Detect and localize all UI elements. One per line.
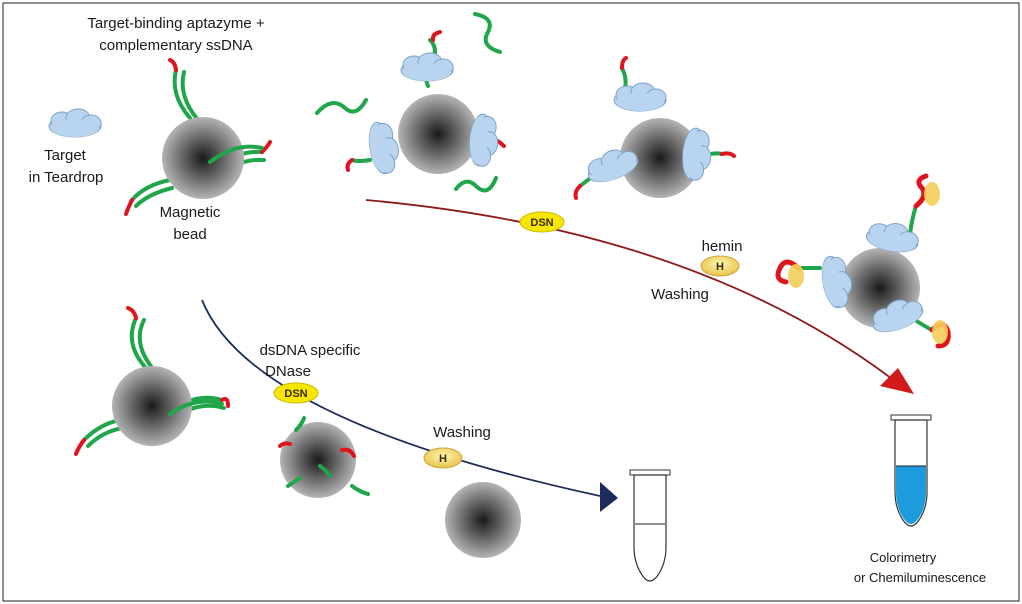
target-label-line1: Target bbox=[44, 147, 87, 164]
svg-text:H: H bbox=[716, 261, 724, 273]
positive-pathway-arrow bbox=[365, 199, 901, 386]
tube-positive-icon bbox=[890, 414, 932, 527]
bead-no-target bbox=[74, 306, 230, 456]
tube-negative-icon bbox=[629, 469, 671, 582]
aptazyme-label-line2: complementary ssDNA bbox=[99, 37, 252, 54]
hemin-label: hemin bbox=[702, 238, 743, 255]
bead-label-line1: Magnetic bbox=[160, 204, 221, 221]
negative-pathway-arrow bbox=[201, 299, 601, 497]
readout-label-line1: Colorimetry bbox=[870, 550, 937, 565]
negative-arrowhead bbox=[600, 482, 618, 512]
target-label-line2: in Teardrop bbox=[29, 169, 104, 186]
positive-arrowhead bbox=[880, 368, 914, 394]
bead-target-bound-2 bbox=[573, 56, 736, 200]
washing-label-bottom: Washing bbox=[433, 424, 491, 441]
dsn-enzyme-badge-top: DSN bbox=[519, 211, 565, 233]
bead-label-line2: bead bbox=[173, 226, 206, 243]
magnetic-bead-icon bbox=[124, 58, 272, 216]
bead-clean bbox=[445, 482, 521, 558]
readout-label-line2: or Chemiluminescence bbox=[854, 570, 986, 585]
washing-label-top: Washing bbox=[651, 286, 709, 303]
svg-text:DSN: DSN bbox=[530, 217, 553, 229]
bead-target-bound-1 bbox=[315, 12, 506, 193]
hemin-badge-top: H bbox=[700, 255, 740, 277]
bead-digested bbox=[278, 416, 370, 498]
dsdna-label-line2: DNase bbox=[265, 363, 311, 380]
dsdna-label-line1: dsDNA specific bbox=[260, 342, 361, 359]
svg-text:DSN: DSN bbox=[284, 388, 307, 400]
hemin-badge-bottom: H bbox=[423, 447, 463, 469]
bead-hemin-complex bbox=[775, 173, 951, 349]
aptazyme-label-line1: Target-binding aptazyme + bbox=[87, 15, 264, 32]
target-icon bbox=[48, 108, 102, 138]
dsn-enzyme-badge-bottom: DSN bbox=[273, 382, 319, 404]
svg-text:H: H bbox=[439, 453, 447, 465]
